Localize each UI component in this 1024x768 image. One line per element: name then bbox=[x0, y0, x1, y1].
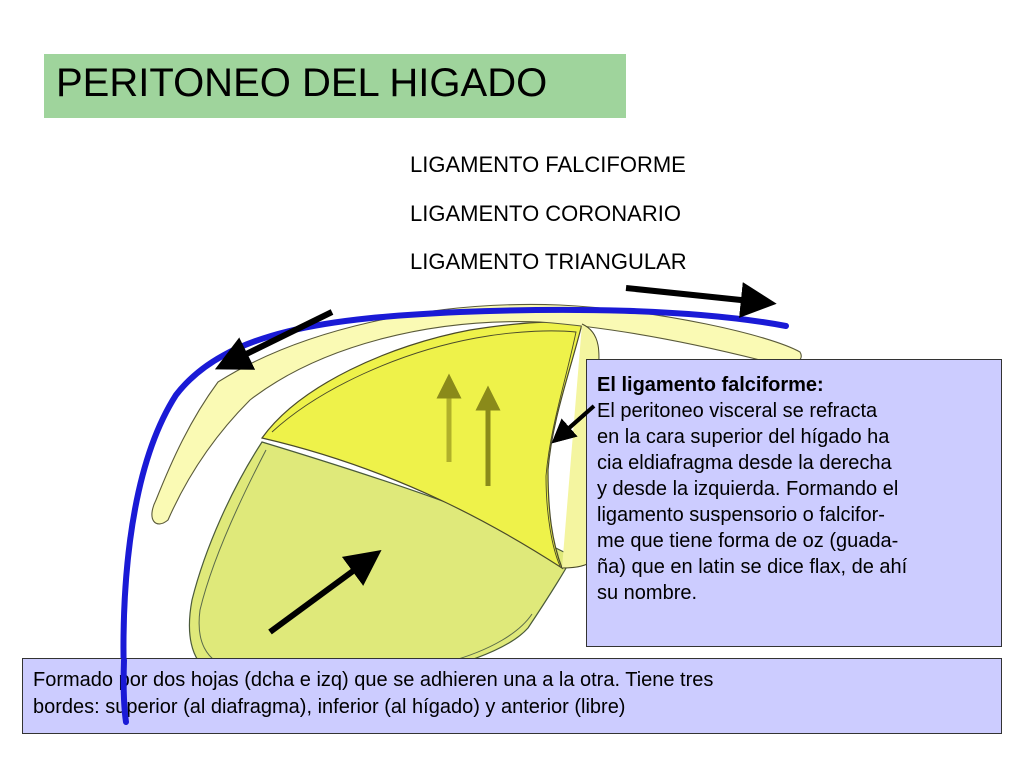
summary-box: Formado por dos hojas (dcha e izq) que s… bbox=[22, 658, 1002, 734]
info-box-body: El peritoneo visceral se refracta en la … bbox=[597, 400, 908, 604]
title-banner: PERITONEO DEL HIGADO bbox=[44, 54, 626, 118]
arrow-icon bbox=[214, 309, 334, 370]
arrow-icon bbox=[625, 282, 777, 318]
info-box-heading: El ligamento falciforme: bbox=[597, 374, 824, 396]
liver-upper-surface bbox=[260, 321, 583, 570]
falciform-ligament bbox=[151, 303, 802, 525]
ligament-falciforme-label: LIGAMENTO FALCIFORME bbox=[410, 152, 686, 177]
falciform-info-box: El ligamento falciforme: El peritoneo vi… bbox=[586, 359, 1002, 647]
liver-upper-surface-inner bbox=[271, 330, 577, 567]
ligament-coronario-label: LIGAMENTO CORONARIO bbox=[410, 201, 681, 226]
ligament-triangular-label: LIGAMENTO TRIANGULAR bbox=[410, 249, 687, 274]
arrow-icon bbox=[268, 550, 382, 635]
page-title: PERITONEO DEL HIGADO bbox=[56, 61, 548, 105]
